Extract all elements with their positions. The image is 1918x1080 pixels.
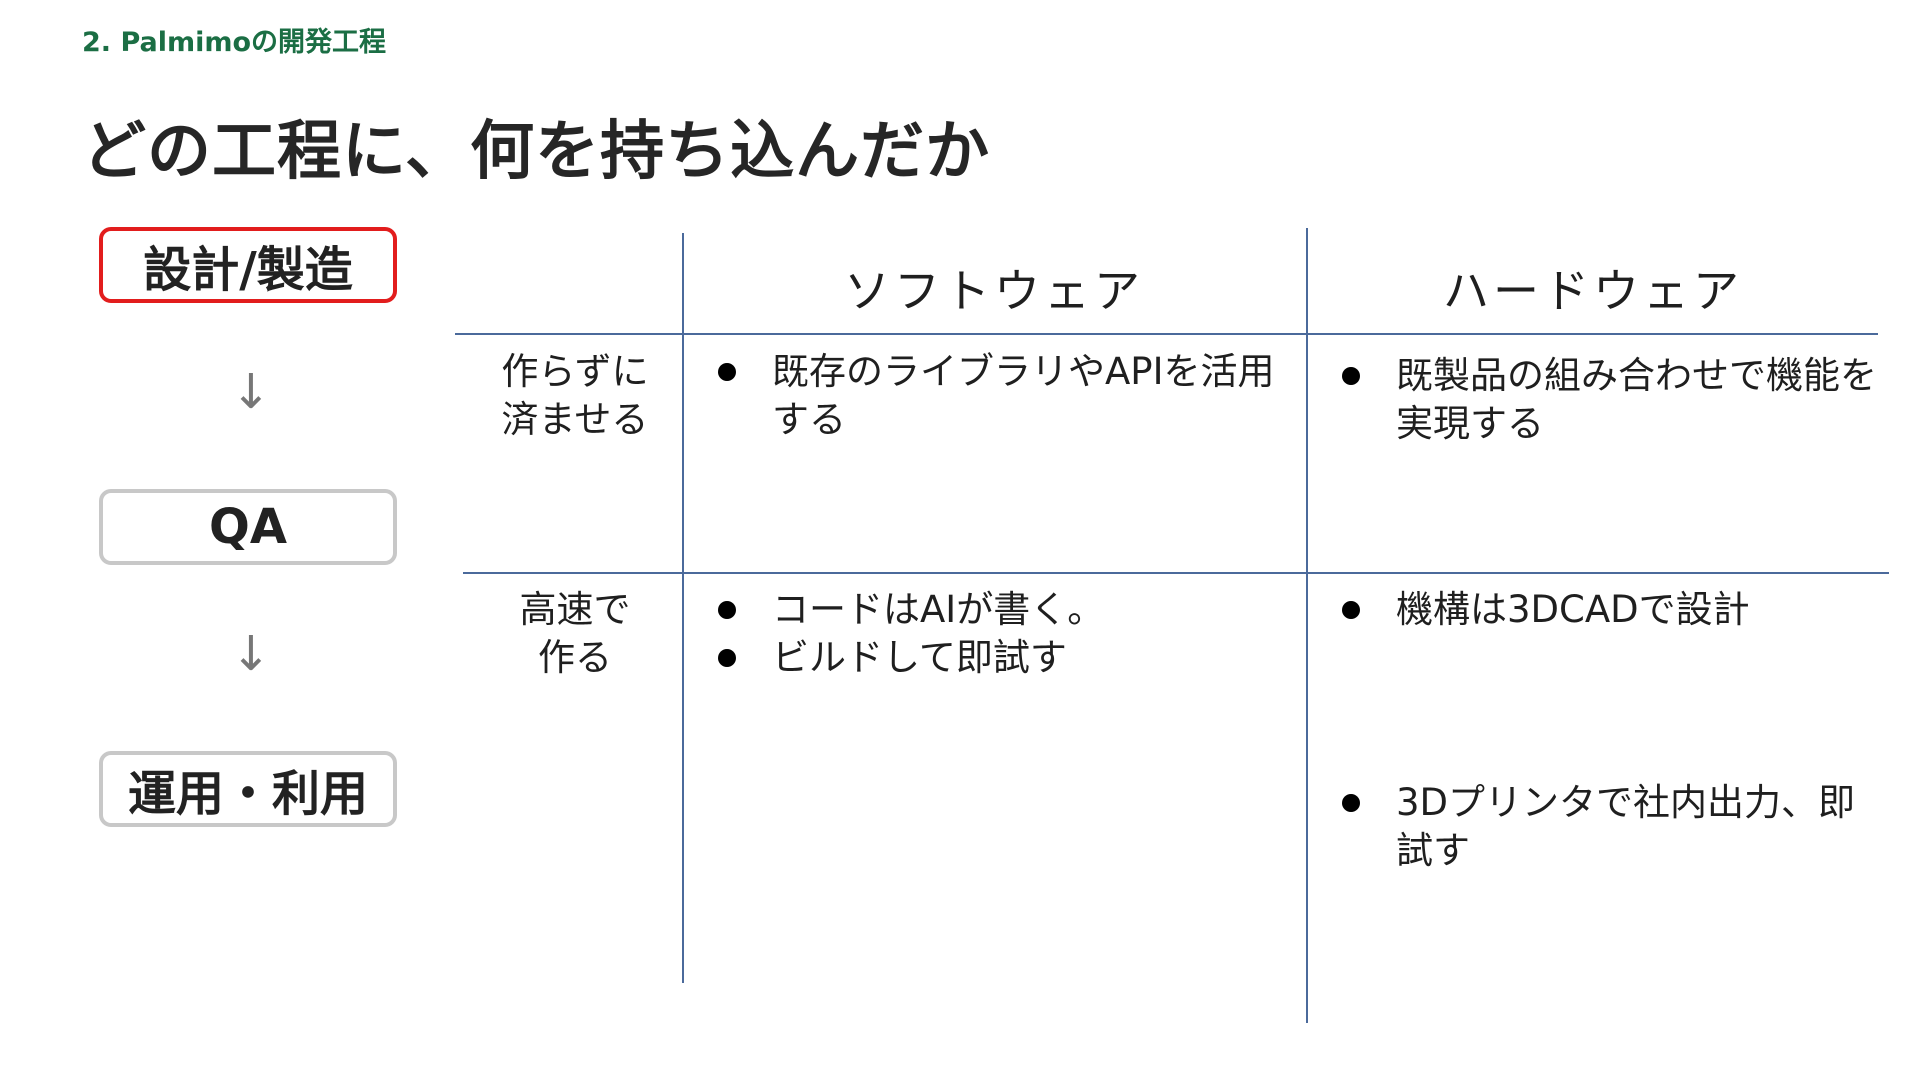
stage-design-manufacturing: 設計/製造	[99, 227, 397, 303]
stage-operation-use: 運用・利用	[99, 751, 397, 827]
list-item: 機構は3DCADで設計	[1332, 586, 1892, 634]
cell-software-build-fast: コードはAIが書く。 ビルドして即試す	[708, 586, 1298, 682]
list-item: コードはAIが書く。	[708, 586, 1298, 634]
table-divider-vertical	[1306, 228, 1308, 1023]
list-item: 既存のライブラリやAPIを活用する	[708, 348, 1298, 444]
down-arrow-icon: ↓	[230, 364, 272, 420]
row-header-avoid-building: 作らずに 済ませる	[470, 348, 680, 444]
stage-qa: QA	[99, 489, 397, 565]
cell-software-avoid-building: 既存のライブラリやAPIを活用する	[708, 348, 1298, 444]
table-divider-vertical	[682, 233, 684, 983]
list-item: 既製品の組み合わせで機能を実現する	[1332, 352, 1892, 448]
table-divider-horizontal	[455, 333, 1878, 335]
column-header-software: ソフトウェア	[844, 264, 1144, 318]
table-divider-horizontal	[463, 572, 1889, 574]
cell-hardware-avoid-building: 既製品の組み合わせで機能を実現する	[1332, 352, 1892, 448]
slide-title: どの工程に、何を持ち込んだか	[82, 115, 991, 189]
section-label: 2. Palmimoの開発工程	[82, 27, 387, 58]
list-item: 3Dプリンタで社内出力、即試す	[1332, 779, 1892, 875]
row-header-line: 作らずに 済ませる	[501, 350, 649, 441]
column-header-hardware: ハードウェア	[1443, 264, 1743, 318]
down-arrow-icon: ↓	[230, 626, 272, 682]
row-header-build-fast: 高速で 作る	[470, 586, 680, 682]
row-header-line: 高速で 作る	[519, 588, 631, 679]
list-item: ビルドして即試す	[708, 634, 1298, 682]
cell-hardware-build-fast: 機構は3DCADで設計 3Dプリンタで社内出力、即試す	[1332, 586, 1892, 875]
